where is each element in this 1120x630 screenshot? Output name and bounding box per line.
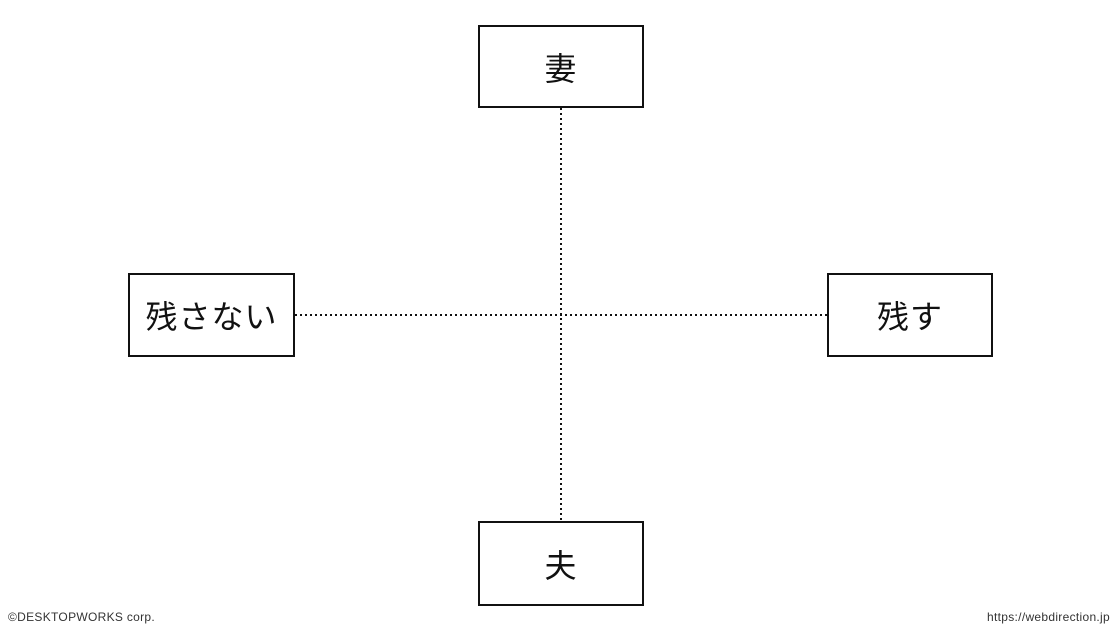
axis-label-bottom-husband: 夫 xyxy=(478,521,644,606)
right-label-text: 残す xyxy=(876,298,943,336)
axis-label-right-leave: 残す xyxy=(827,273,993,357)
top-label-text: 妻 xyxy=(544,49,578,88)
copyright-text: ©DESKTOPWORKS corp. xyxy=(8,610,156,624)
axis-label-top-wife: 妻 xyxy=(478,25,644,108)
bottom-label-text: 夫 xyxy=(544,546,578,585)
axis-label-left-do-not-leave: 残さない xyxy=(128,273,295,357)
site-url-text: https://webdirection.jp xyxy=(987,610,1110,624)
left-label-text: 残さない xyxy=(145,298,278,336)
